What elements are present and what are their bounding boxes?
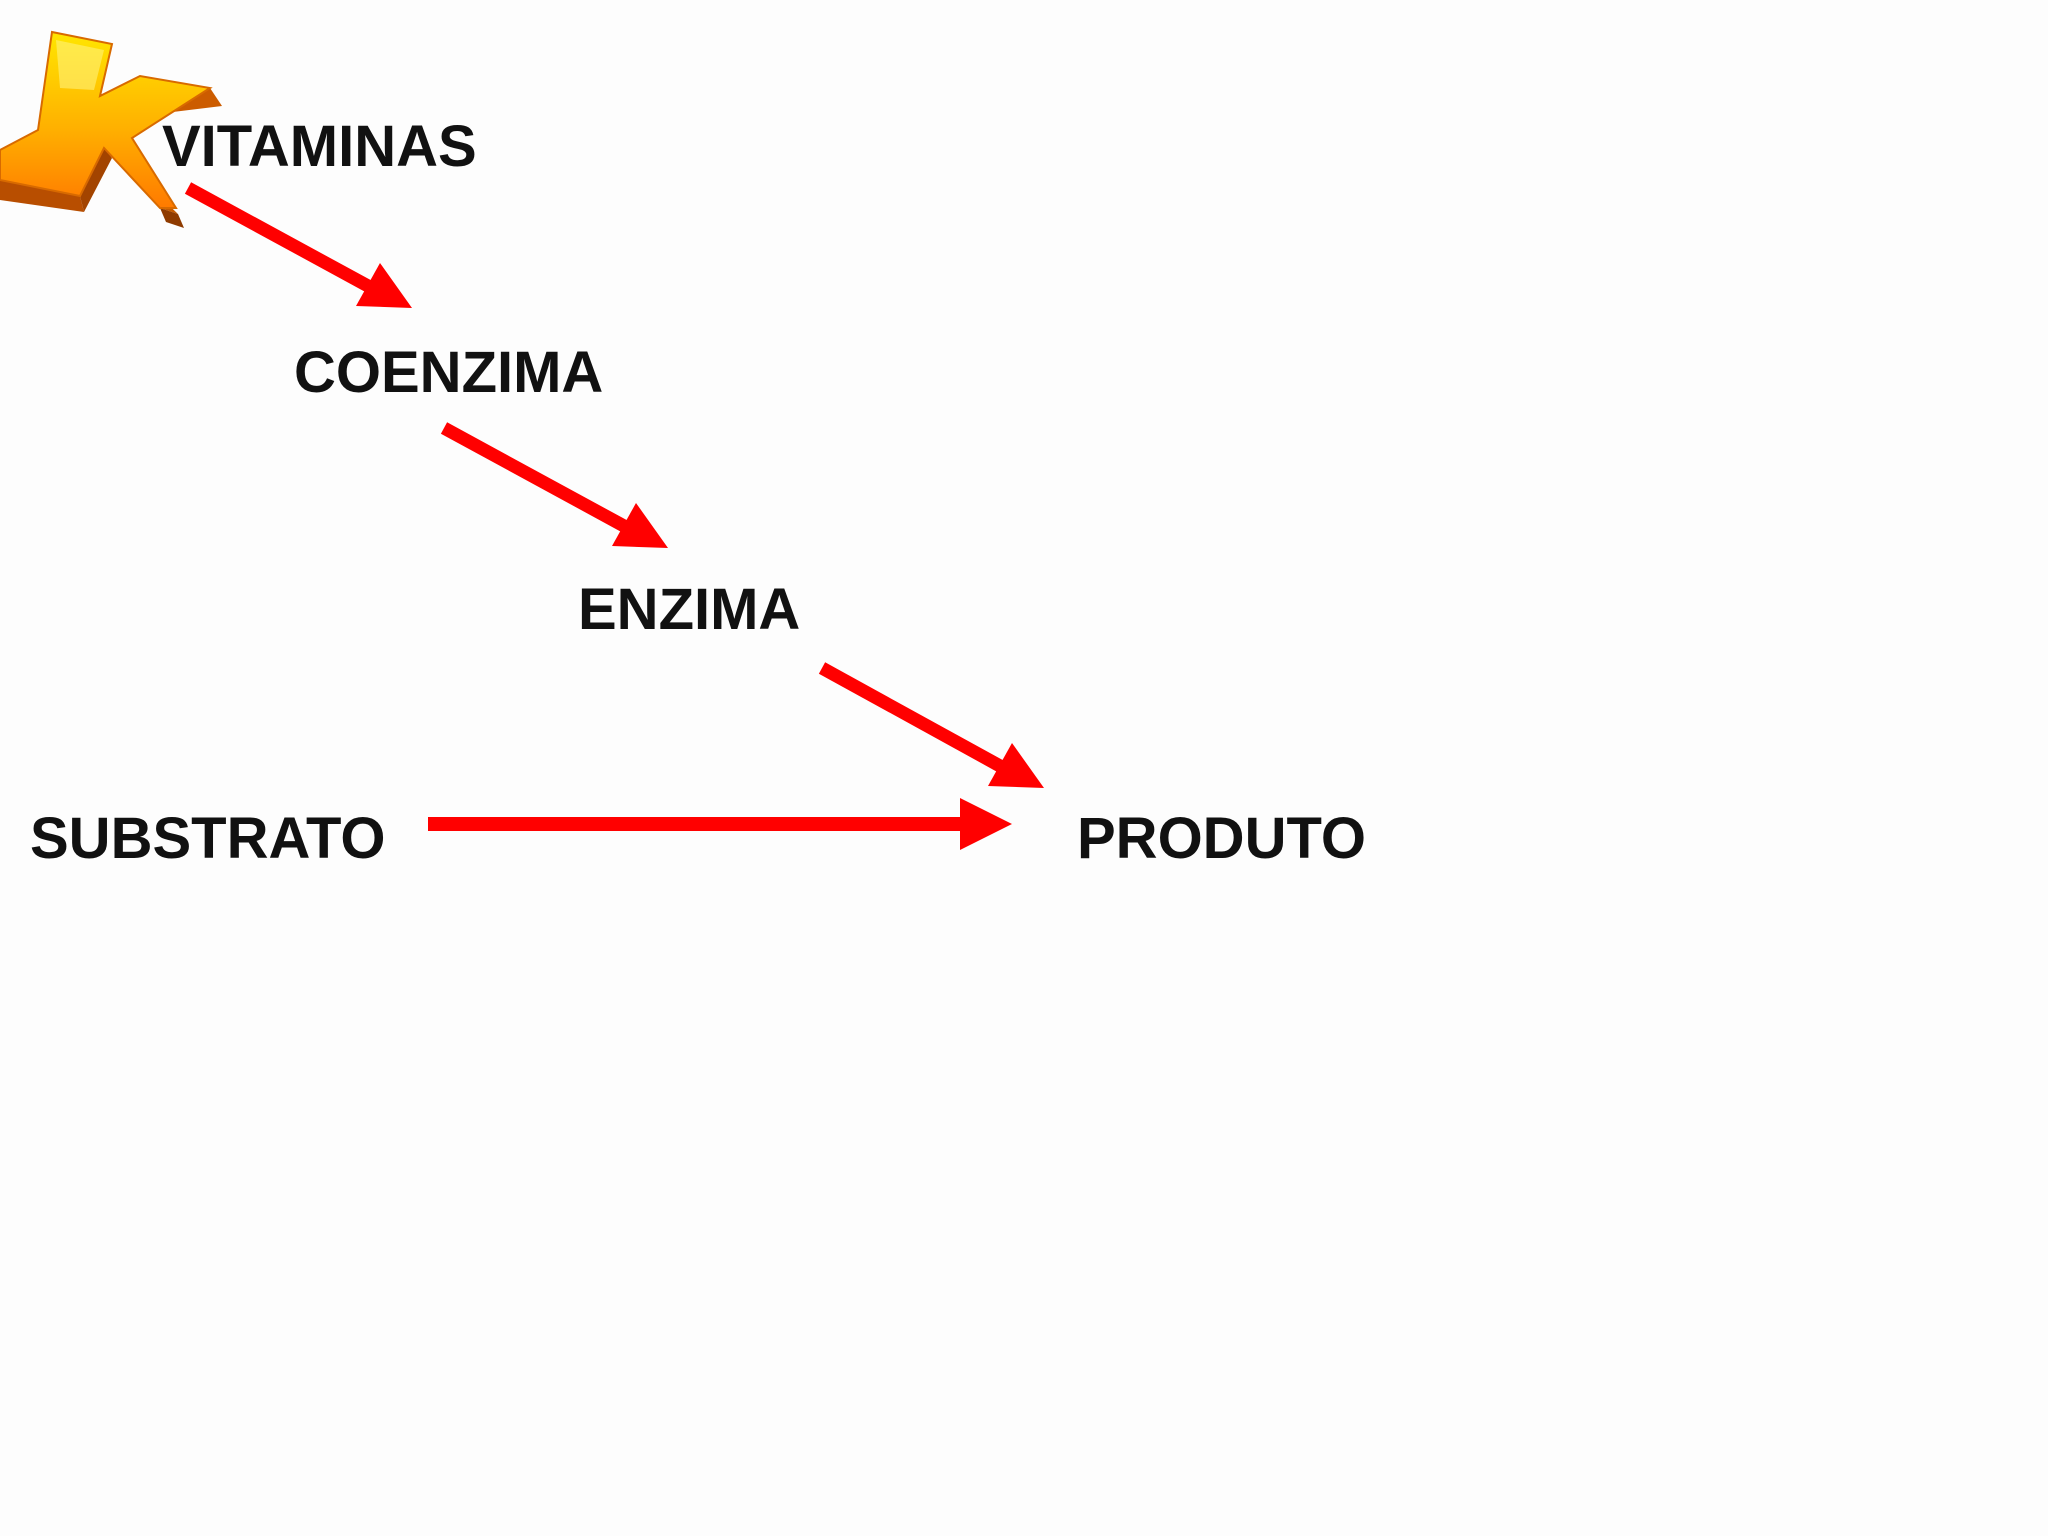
3d-letter-k-logo-icon (0, 30, 222, 228)
node-substrato: SUBSTRATO (30, 806, 386, 871)
arrow-vitaminas-to-coenzima (184, 182, 412, 308)
node-coenzima: COENZIMA (294, 340, 604, 405)
arrow-substrato-to-produto (428, 798, 1012, 850)
node-vitaminas: VITAMINAS (162, 114, 477, 179)
node-produto: PRODUTO (1077, 806, 1366, 871)
arrow-enzima-to-produto (818, 662, 1044, 788)
arrow-coenzima-to-enzima (440, 422, 668, 548)
node-enzima: ENZIMA (578, 577, 801, 642)
